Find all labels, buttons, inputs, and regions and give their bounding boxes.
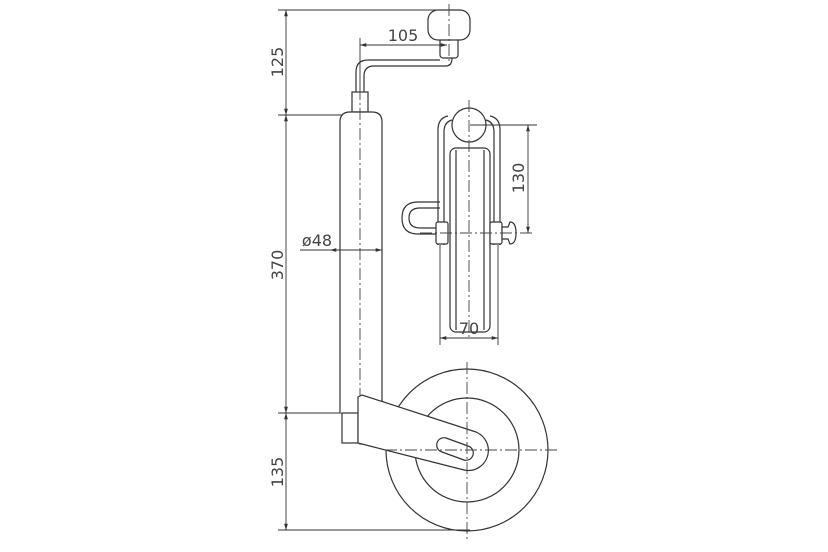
axle-slot <box>436 437 474 461</box>
height-dimensions: 125 370 135 <box>268 9 470 531</box>
dim-370: 370 <box>268 250 287 281</box>
support-tube: ø48 <box>300 88 383 445</box>
crank-handle: 105 <box>355 4 471 92</box>
dim-135: 135 <box>268 457 287 488</box>
dim-125: 125 <box>268 47 287 78</box>
dim-105: 105 <box>388 26 419 45</box>
wheel-front-view <box>341 362 558 542</box>
dim-diameter-48: ø48 <box>302 231 332 250</box>
dim-70: 70 <box>459 319 479 338</box>
dim-130: 130 <box>509 163 528 194</box>
wheel-side-view: 130 70 <box>401 100 537 345</box>
